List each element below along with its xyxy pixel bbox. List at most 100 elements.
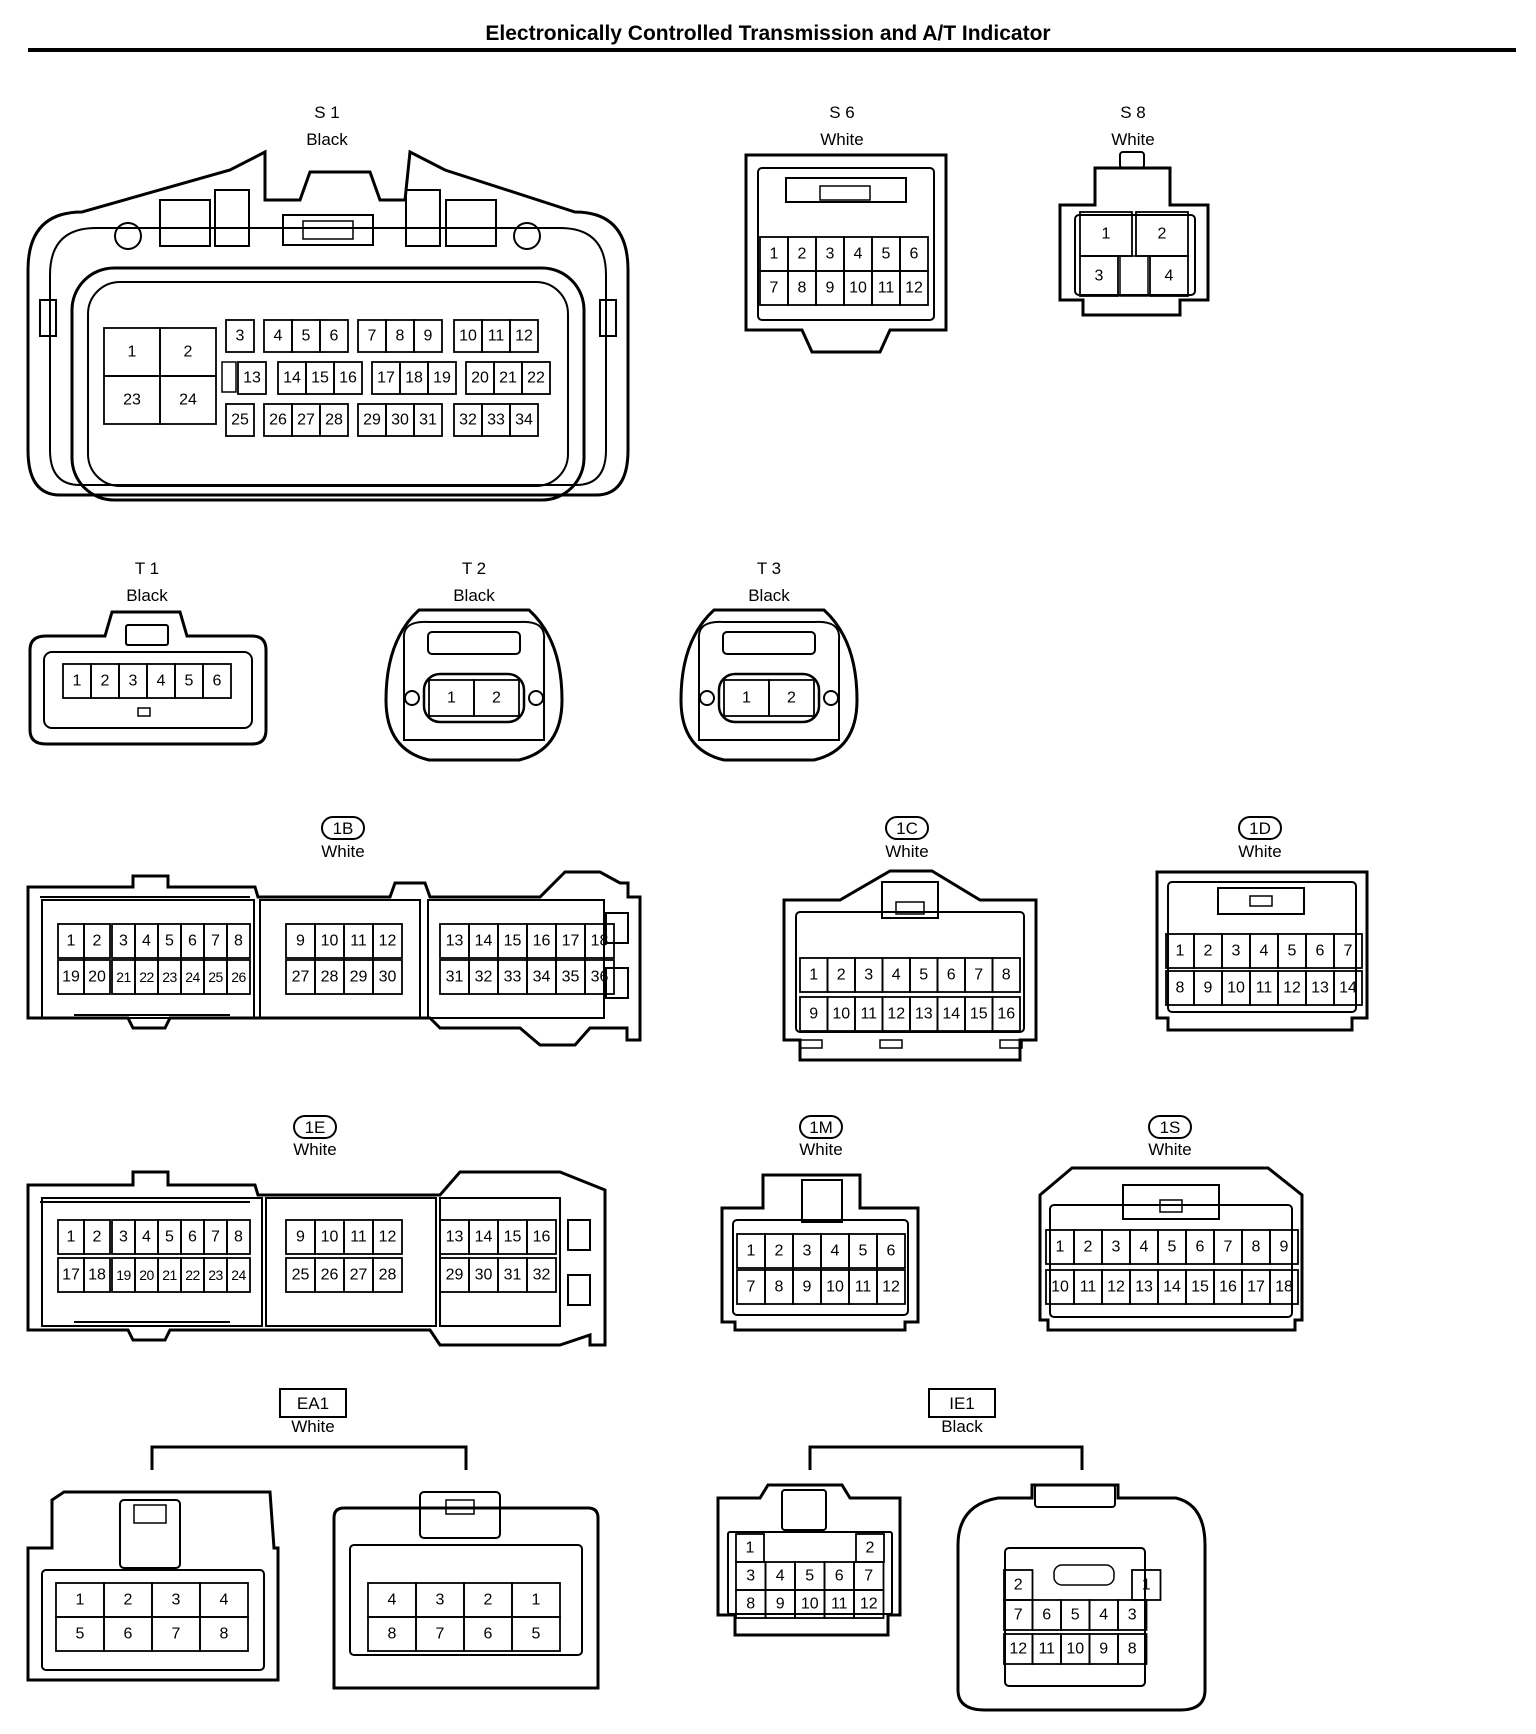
connector-code: S 6 (829, 103, 855, 122)
pin-cell (526, 1257, 557, 1293)
connector-code-badge (799, 1115, 843, 1139)
pin-label: 4 (157, 673, 166, 690)
pin-label: 22 (139, 969, 154, 985)
pin-label: 5 (859, 1243, 868, 1260)
housing-outline (716, 1483, 902, 1637)
center-key (1119, 255, 1149, 297)
pin-label: 8 (775, 1279, 784, 1296)
pin-label: 6 (188, 1229, 197, 1246)
pin-cell (226, 1257, 251, 1293)
pin-label: 7 (436, 1626, 445, 1643)
pin-label: 18 (88, 1267, 106, 1284)
pin-label: 4 (1099, 1607, 1108, 1624)
pin-label: 2 (837, 967, 846, 984)
side-clip (599, 299, 617, 337)
pin-label: 4 (1260, 943, 1269, 960)
pin-label: 5 (882, 246, 891, 263)
pin-label: 6 (1042, 1607, 1051, 1624)
pin-label: 3 (436, 1592, 445, 1609)
latch (427, 631, 521, 655)
housing-latch-hole (823, 690, 839, 706)
pin-label: 5 (165, 933, 174, 950)
pin-cell (991, 996, 1021, 1032)
pin-label: 3 (119, 933, 128, 950)
pin-label: 17 (1247, 1279, 1265, 1296)
pin-cell (333, 361, 363, 395)
latch (1217, 887, 1305, 915)
center-latch-inner (302, 220, 354, 240)
latch (1034, 1484, 1116, 1508)
pin-label: 31 (419, 412, 437, 429)
pin-label: 11 (1080, 1279, 1097, 1296)
pin-label: 2 (1014, 1577, 1023, 1594)
side-slot (567, 1274, 591, 1306)
pin-cell (853, 1589, 885, 1619)
pin-label: 4 (831, 1243, 840, 1260)
pin-label: 31 (504, 1267, 522, 1284)
pin-label: 10 (1227, 980, 1245, 997)
bay-outline (41, 1197, 263, 1327)
pin-cell (1333, 933, 1363, 969)
pin-label: 19 (433, 370, 451, 387)
pin-cell (226, 1219, 251, 1255)
pin-label: 24 (231, 1267, 246, 1283)
pin-label: 6 (188, 933, 197, 950)
connector-code: T 3 (757, 559, 781, 578)
pin-label: 24 (179, 392, 197, 409)
pin-label: 12 (379, 1229, 397, 1246)
pin-label: 2 (1204, 943, 1213, 960)
latch (722, 631, 816, 655)
pin-label: 19 (116, 1267, 131, 1283)
pin-label: 18 (591, 933, 609, 950)
connector-color: Black (453, 586, 495, 605)
pin-label: 8 (746, 1596, 755, 1613)
pin-label: 3 (746, 1568, 755, 1585)
pin-label: 10 (459, 328, 477, 345)
pin-label: 7 (368, 328, 377, 345)
pin-label: 9 (809, 1006, 818, 1023)
connector-code: T 2 (462, 559, 486, 578)
key-slot (137, 707, 151, 717)
housing-latch-hole (513, 222, 541, 250)
housing-outline (28, 610, 268, 746)
pin-label: 4 (220, 1592, 229, 1609)
pin-label: 9 (296, 1229, 305, 1246)
pin-label: 17 (562, 933, 580, 950)
connector-color: White (1238, 842, 1281, 861)
pin-label: 2 (492, 690, 501, 707)
foot (879, 1039, 903, 1049)
latch (801, 1179, 843, 1223)
pin-label: 1 (742, 690, 751, 707)
connector-color: White (799, 1140, 842, 1159)
bay-outline (439, 1197, 561, 1327)
pin-label: 4 (1140, 1239, 1149, 1256)
pin-cell (1269, 1269, 1299, 1305)
pin-cell (991, 957, 1021, 993)
pin-label: 10 (1066, 1641, 1084, 1658)
pin-label: 2 (484, 1592, 493, 1609)
pin-label: 7 (747, 1279, 756, 1296)
pin-label: 5 (1288, 943, 1297, 960)
latch (785, 177, 907, 203)
connector-code: 1E (305, 1118, 326, 1137)
housing-outline (26, 1170, 607, 1347)
pin-cell (509, 403, 539, 437)
pin-label: 15 (504, 933, 522, 950)
pin-label: 9 (296, 933, 305, 950)
pin-label: 3 (129, 673, 138, 690)
pin-cell (509, 319, 539, 353)
pin-label: 15 (504, 1229, 522, 1246)
pin-label: 3 (236, 328, 245, 345)
housing-latch-hole (114, 222, 142, 250)
pin-label: 10 (321, 933, 339, 950)
pin-cell (1269, 1229, 1299, 1265)
pin-label: 1 (1102, 226, 1111, 243)
pin-label: 13 (446, 933, 464, 950)
connector-color: Black (941, 1417, 983, 1436)
side-slot (605, 912, 629, 944)
insert-outline (349, 1544, 583, 1656)
pin-label: 1 (76, 1592, 85, 1609)
